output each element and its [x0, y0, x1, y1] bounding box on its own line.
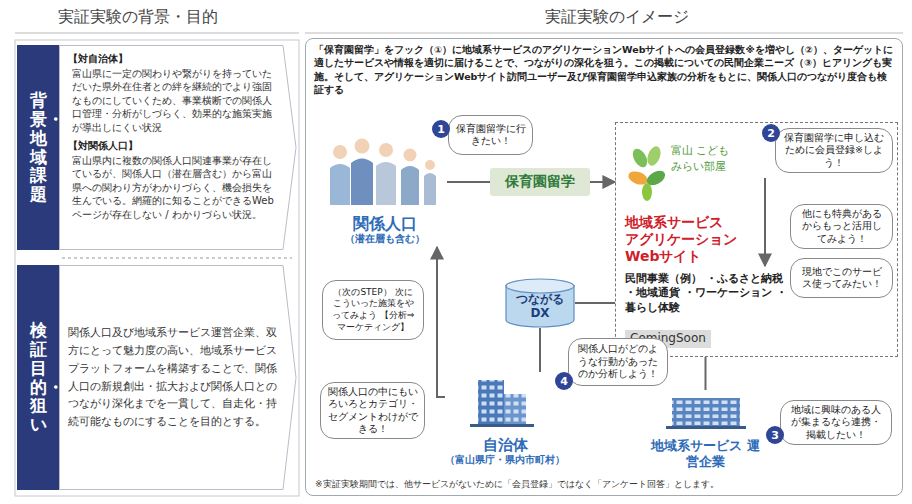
speech-bubble: 保育園留学に申し込むために会員登録※しよう！	[775, 128, 893, 173]
node-text: 関係人口の中にもいろいろとカテゴリ・セグメントわけができる！	[327, 386, 418, 435]
node-text: 関係人口がどのような行動があったのか分析しよう！	[575, 343, 661, 380]
node-text: ※実証実験期間では、他サービスがないために「会員登録」ではなく「アンケート回答」…	[315, 479, 890, 490]
callout-number: 4	[555, 372, 573, 390]
callout-number: 1	[437, 124, 445, 135]
logo-mark	[627, 145, 668, 201]
speech-bubble: （次のSTEP） 次にこういった施策をやってみよう 【分析⇒マーケティング】	[322, 280, 424, 340]
speech-bubble: 保育園留学に行きたい！	[448, 115, 533, 155]
city-hall-building	[470, 380, 534, 427]
image-panel: 関係人口（潜在層も含む） 保育園留学に行きたい！ 1 保育園留学 富山 こども みらい部…	[305, 38, 903, 496]
speech-bubble: 関係人口の中にもいろいろとカテゴリ・セグメントわけができる！	[320, 382, 425, 439]
node-text: 検証目的・狙い	[30, 321, 47, 433]
service-band: 保育園留学	[490, 168, 590, 196]
database-cylinder: つながる DX	[505, 278, 575, 328]
flow-connector	[437, 247, 445, 397]
header-rule	[305, 33, 903, 34]
issue-box: 【対自治体】富山県に一定の関わりや繋がりを持っていただいた県外在住者との絆を継続…	[59, 45, 297, 250]
callout-number: 2	[762, 124, 780, 142]
node-text: 現地でこのサービス使ってみたい！	[797, 266, 886, 291]
node-text: つながる DX	[512, 292, 568, 321]
band-heading: 背景・地域課題	[17, 45, 59, 250]
node-text: 【対自治体】	[68, 52, 277, 66]
divider	[62, 258, 292, 259]
purpose-box: 関係人口及び地域系サービス運営企業、双方にとって魅力度の高い、地域系サービスプラ…	[59, 265, 297, 490]
node-text: （次のSTEP） 次にこういった施策をやってみよう 【分析⇒マーケティング】	[329, 287, 417, 334]
node-text: 関係人口	[353, 214, 417, 233]
node-text: 民間事業（例） ・ふるさと納税 ・地域通貨 ・ワーケーション ・暮らし体験	[625, 272, 790, 315]
left-panel	[15, 40, 299, 496]
node-text: 【対関係人口】	[68, 139, 277, 153]
company-figure: 地域系サービス 運営企業	[648, 390, 763, 472]
flow-connector	[539, 328, 541, 372]
flow-arrow	[764, 178, 766, 266]
callout-number: 3	[771, 430, 779, 441]
company-building	[666, 398, 746, 429]
node-text: 保育園留学	[505, 173, 575, 191]
node-text: 自治体	[483, 436, 528, 454]
header-rule	[15, 33, 299, 34]
speech-bubble: 現地でこのサービス使ってみたい！	[790, 258, 893, 298]
callout-number: 4	[560, 376, 568, 387]
municipality-figure: 自治体（富山県庁・県内市町村）	[445, 372, 565, 467]
band-heading: 検証目的・狙い	[17, 265, 59, 490]
node-text: 富山県内に複数の関係人口関連事業が存在しているが、関係人口（潜在層含む）から富山…	[72, 154, 277, 222]
pentagon-outline	[59, 265, 297, 490]
flow-connector	[447, 181, 490, 183]
section-heading: 実証実験の背景・目的	[58, 7, 218, 28]
section-heading: 実証実験のイメージ	[545, 7, 689, 28]
node-text: 背景・地域課題	[30, 91, 47, 203]
node-text: 保育園留学に行きたい！	[455, 123, 526, 148]
node-text: 保育園留学に申し込むために会員登録※しよう！	[782, 132, 886, 169]
speech-bubble: 関係人口がどのような行動があったのか分析しよう！	[568, 338, 668, 386]
callout-number: 3	[766, 426, 784, 444]
aggregation-site: 富山 こども みらい部屋 保育園留学に申し込むために会員登録※しよう！ 2 他にも特典…	[615, 122, 898, 357]
node-text: （富山県庁・県内市町村）	[445, 454, 565, 465]
callout-number: 1	[432, 120, 450, 138]
node-text: 他にも特典があるからもっと活用してみよう！	[797, 208, 886, 245]
flow-connector	[590, 181, 615, 183]
people-figure: 関係人口（潜在層も含む）	[322, 135, 447, 247]
flow-connector	[705, 357, 707, 390]
node-text: 地域系サービス 運営企業	[651, 438, 761, 471]
node-text: 関係人口及び地域系サービス運営企業、双方にとって魅力度の高い、地域系サービスプラ…	[68, 324, 277, 431]
node-text: 富山県に一定の関わりや繋がりを持っていただいた県外在住者との絆を継続的でより強固…	[72, 67, 277, 135]
site-logo: 富山 こども みらい部屋	[625, 135, 735, 207]
speech-bubble: 他にも特典があるからもっと活用してみよう！	[790, 204, 893, 249]
flow-connector	[575, 302, 615, 304]
node-text: 地域系サービス アグリケーション Webサイト	[625, 214, 750, 265]
node-text: 「保育園留学」をフック（①）に地域系サービスのアグリケーションWebサイトへの会…	[314, 43, 894, 96]
callout-number: 2	[767, 128, 775, 139]
node-text: （潜在層も含む）	[345, 233, 425, 245]
speech-bubble: 地域に興味のある人が集まるなら連携・掲載したい！	[780, 400, 892, 445]
node-text: 地域に興味のある人が集まるなら連携・掲載したい！	[787, 404, 885, 441]
people-icon	[330, 139, 436, 206]
node-text: 富山 こども みらい部屋	[671, 143, 731, 175]
